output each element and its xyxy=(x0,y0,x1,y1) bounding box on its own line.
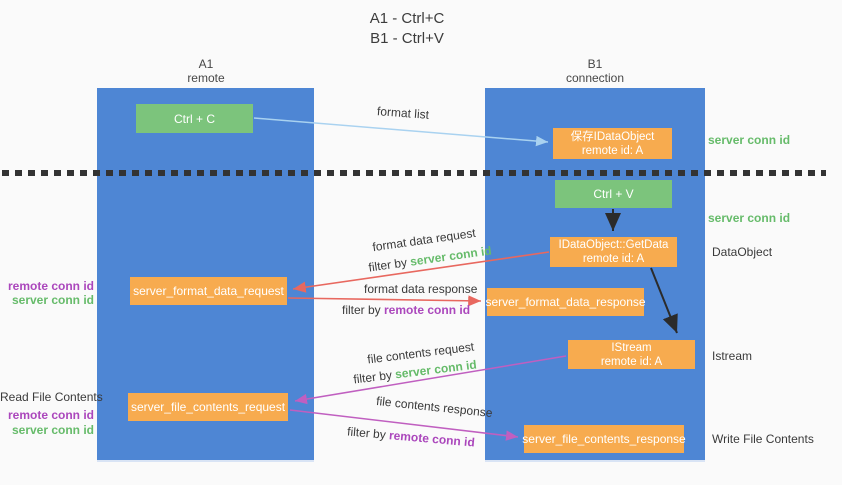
ctrl-c-event-box: Ctrl + C xyxy=(136,104,253,133)
file-contents-response-label: file contents response xyxy=(375,393,494,421)
filter-by-text: filter by xyxy=(342,303,385,317)
format-list-label: format list xyxy=(376,104,430,122)
lifeline-b1-title: B1 xyxy=(587,57,603,71)
filter-by-remote-conn-id-label-1: filter by remote conn id xyxy=(342,303,470,317)
getdata-line1: IDataObject::GetData xyxy=(558,239,669,251)
lifeline-b1-subtitle: connection xyxy=(565,71,625,85)
server-conn-id-annotation-left-mid: server conn id xyxy=(11,293,94,307)
istream-annotation: Istream xyxy=(712,349,753,363)
write-file-contents-annotation: Write File Contents xyxy=(712,432,814,446)
save-idataobject-box: 保存IDataObject remote id: A xyxy=(553,128,672,159)
phase-separator-dotted-line xyxy=(2,170,826,176)
filter-by-text: filter by xyxy=(346,424,390,443)
format-data-response-label: format data response xyxy=(364,282,478,296)
ctrl-v-label: Ctrl + V xyxy=(593,187,634,201)
format-data-response-arrow xyxy=(287,295,482,307)
save-idataobject-line2: remote id: A xyxy=(581,144,644,157)
ctrl-v-event-box: Ctrl + V xyxy=(555,180,672,208)
title-line-2: B1 - Ctrl+V xyxy=(370,30,444,47)
remote-conn-id-annotation-bottom: remote conn id xyxy=(7,408,94,422)
server-conn-id-annotation-top: server conn id xyxy=(708,133,791,147)
remote-conn-id-text: remote conn id xyxy=(388,428,476,450)
save-idataobject-line1: 保存IDataObject xyxy=(570,130,655,143)
file-request-label: server_file_contents_request xyxy=(130,400,286,414)
read-file-contents-annotation: Read File Contents xyxy=(0,390,103,404)
diagram-title: A1 - Ctrl+C B1 - Ctrl+V xyxy=(0,9,814,49)
filter-by-remote-conn-id-label-2: filter by remote conn id xyxy=(347,424,476,449)
dataobject-annotation: DataObject xyxy=(712,245,773,259)
getdata-line2: remote id: A xyxy=(582,253,645,265)
remote-conn-id-text: remote conn id xyxy=(384,303,471,317)
server-file-contents-request-box: server_file_contents_request xyxy=(128,393,288,421)
lifeline-a1-title: A1 xyxy=(198,57,214,71)
filter-by-text: filter by xyxy=(352,367,397,387)
server-file-contents-response-box: server_file_contents_response xyxy=(522,425,686,453)
istream-box: IStream remote id: A xyxy=(568,340,695,369)
server-conn-id-annotation-mid: server conn id xyxy=(708,211,791,225)
lifeline-header-b1: B1 connection xyxy=(515,57,675,85)
idataobject-getdata-box: IDataObject::GetData remote id: A xyxy=(550,237,677,267)
server-conn-id-annotation-left-bottom: server conn id xyxy=(11,423,94,437)
format-response-label: server_format_data_response xyxy=(485,295,646,309)
server-format-data-request-box: server_format_data_request xyxy=(130,277,287,305)
lifeline-a1-subtitle: remote xyxy=(187,71,225,85)
ctrl-c-label: Ctrl + C xyxy=(173,111,215,126)
file-response-label: server_file_contents_response xyxy=(522,432,686,446)
title-line-1: A1 - Ctrl+C xyxy=(369,10,445,27)
istream-line1: IStream xyxy=(611,341,652,354)
filter-by-text: filter by xyxy=(367,254,412,275)
lifeline-header-a1: A1 remote xyxy=(126,57,286,85)
remote-conn-id-annotation-mid: remote conn id xyxy=(7,279,94,293)
server-format-data-response-box: server_format_data_response xyxy=(485,288,646,316)
format-request-label: server_format_data_request xyxy=(133,284,284,298)
istream-line2: remote id: A xyxy=(600,355,663,368)
